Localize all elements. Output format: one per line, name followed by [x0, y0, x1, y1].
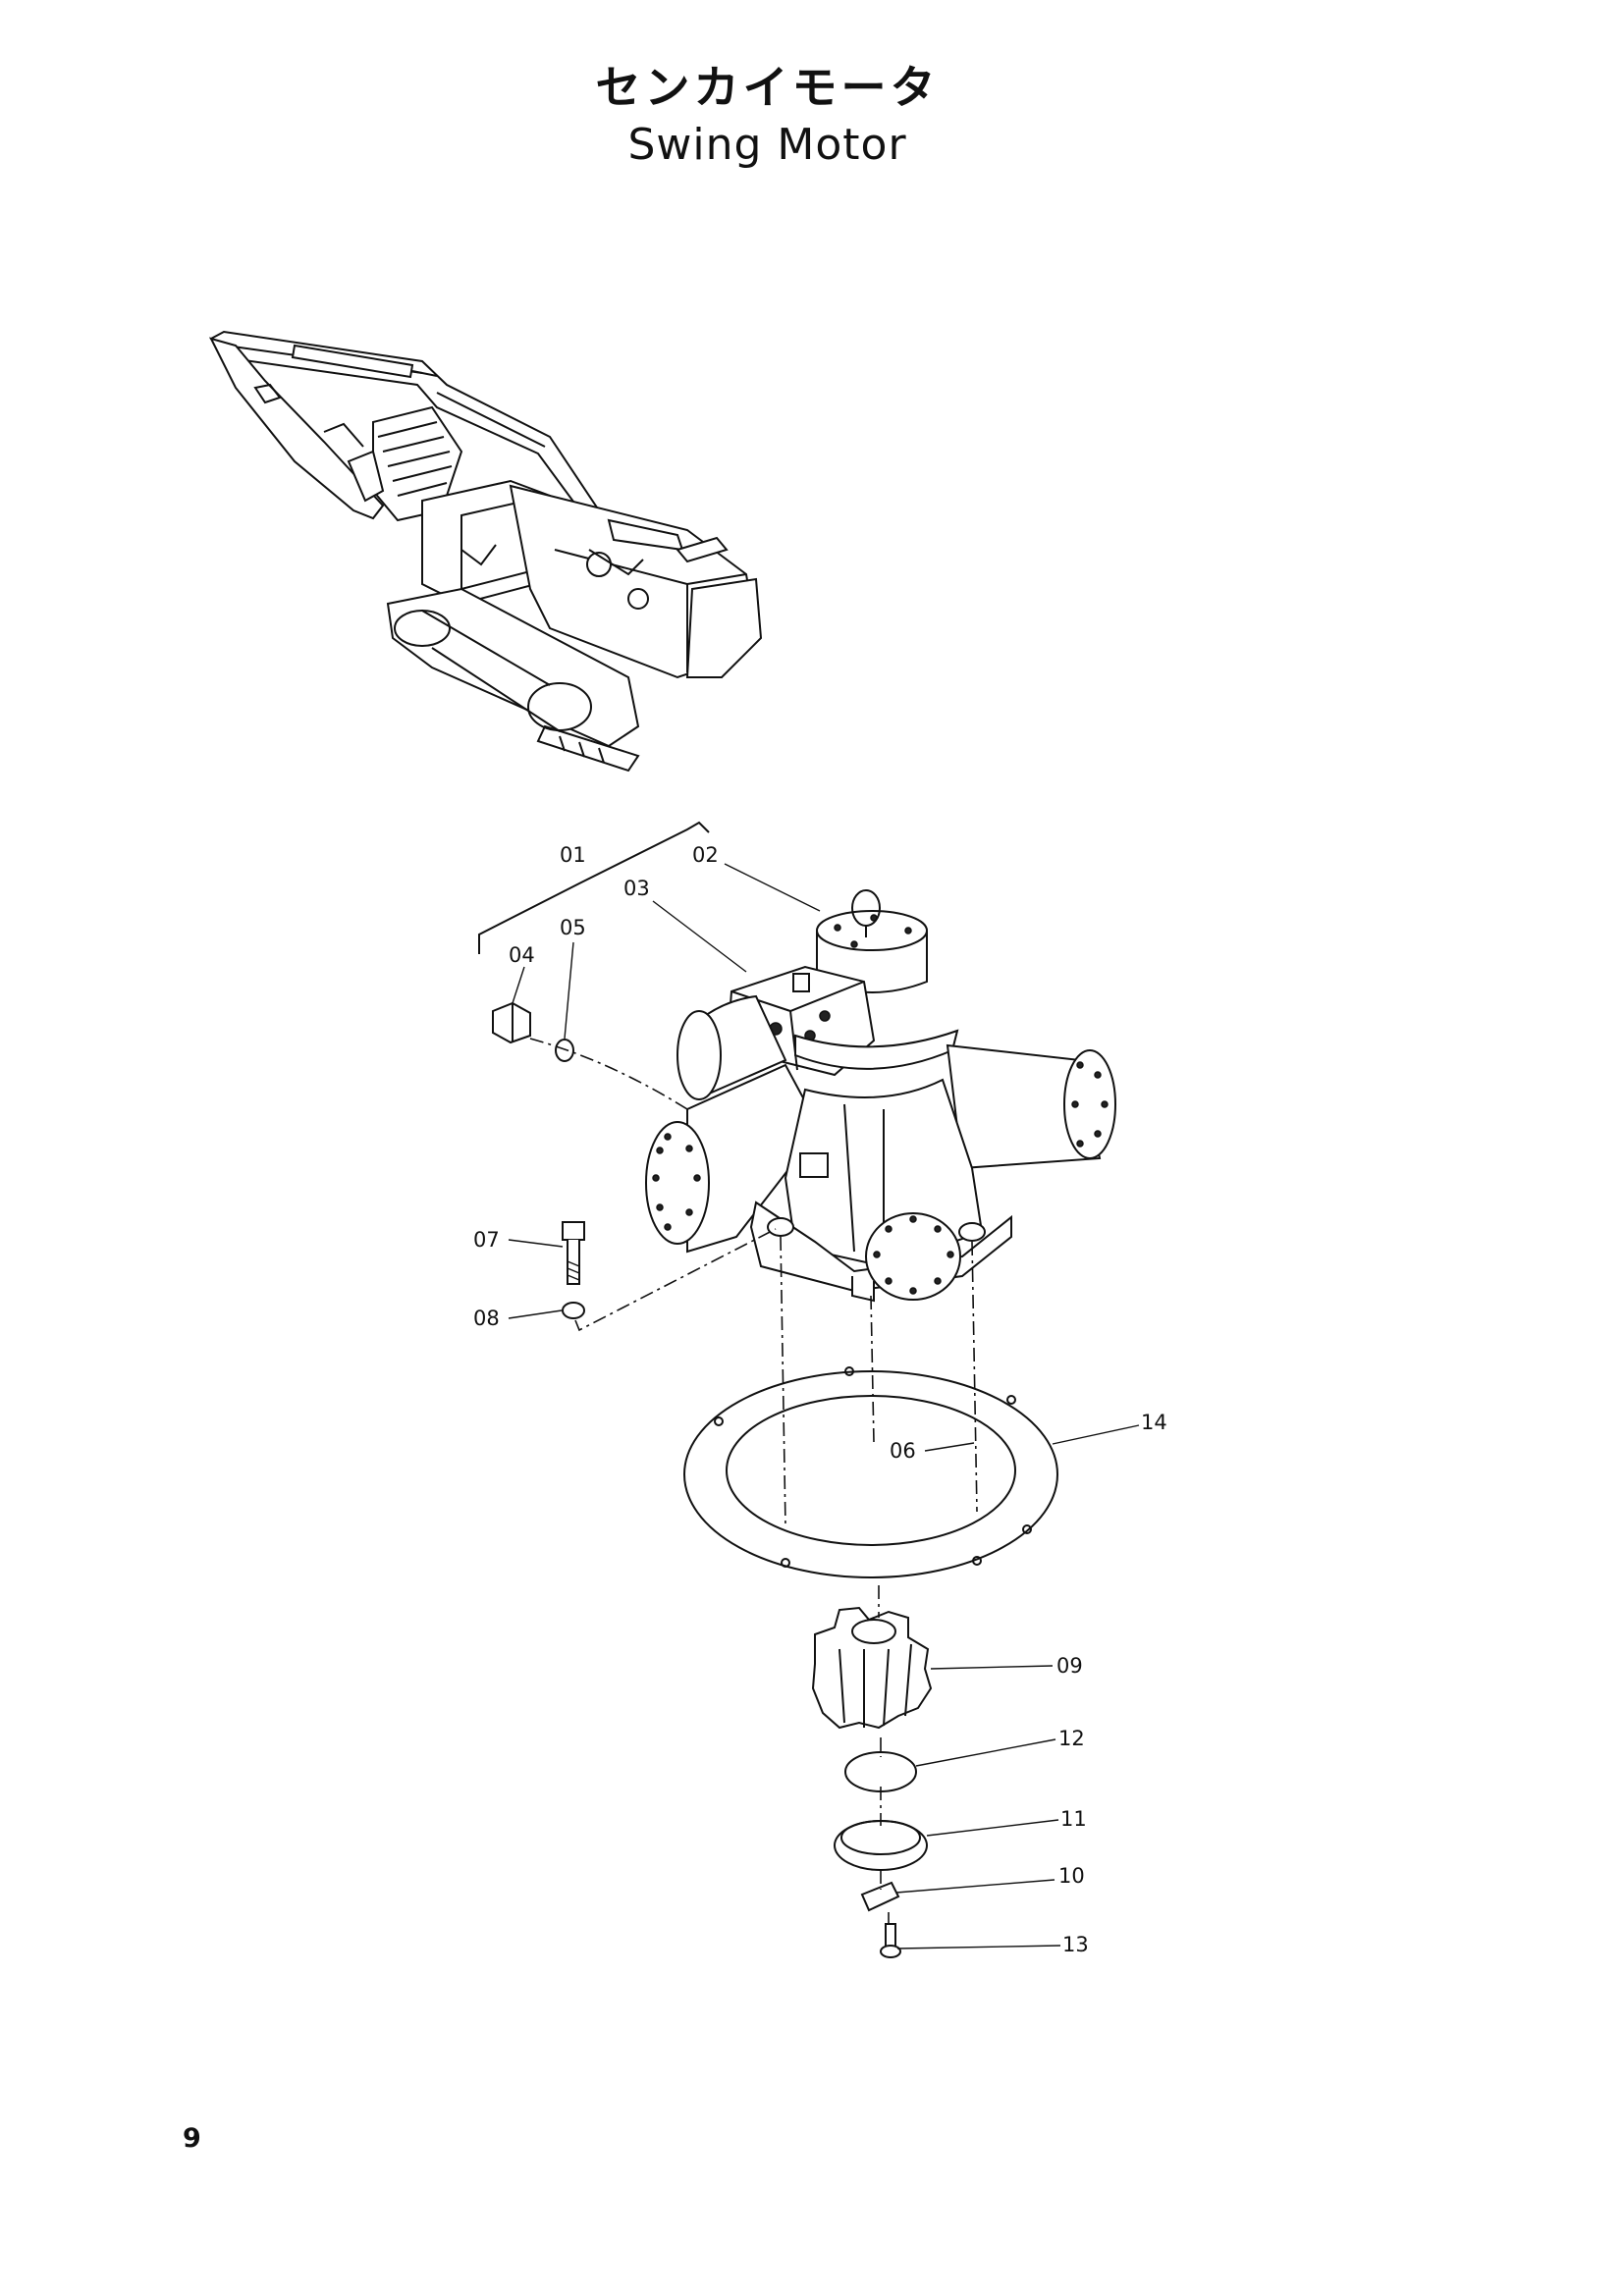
callout-03: 03	[623, 877, 650, 900]
page-title-english: Swing Motor	[627, 120, 907, 170]
part-04-fitting	[492, 1001, 531, 1044]
swing-motor-assembly	[645, 889, 1116, 1303]
callout-labels: 01 02 03 04 05 06 07 08 09 10 11 12 13 1…	[473, 843, 1167, 1956]
part-09-gear	[811, 1606, 933, 1730]
callout-08: 08	[473, 1307, 500, 1330]
part-05-washer	[555, 1039, 574, 1062]
callout-14: 14	[1141, 1411, 1167, 1434]
part-10-plate	[860, 1881, 900, 1912]
callout-07: 07	[473, 1228, 500, 1252]
page-number: 9	[183, 2123, 201, 2154]
callout-02: 02	[692, 843, 719, 867]
part-12-disc	[844, 1751, 917, 1792]
callout-01: 01	[560, 843, 586, 867]
callout-05: 05	[560, 916, 586, 939]
part-14-ring	[683, 1366, 1058, 1578]
part-13-bolt	[880, 1923, 901, 1958]
page-title-japanese: センカイモータ	[595, 61, 940, 114]
title-block: センカイモータ Swing Motor	[0, 57, 1623, 173]
assembly-bracket	[478, 821, 710, 954]
leader-lines	[508, 863, 1140, 1949]
callout-10: 10	[1058, 1864, 1085, 1888]
callout-12: 12	[1058, 1727, 1085, 1750]
part-11-cap	[834, 1820, 928, 1871]
part-07-bolt	[562, 1221, 585, 1285]
callout-09: 09	[1056, 1654, 1083, 1678]
callout-06: 06	[890, 1439, 916, 1463]
callout-13: 13	[1062, 1933, 1089, 1956]
excavator-illustration	[209, 330, 763, 773]
part-08-washer	[562, 1302, 585, 1319]
callout-11: 11	[1060, 1807, 1087, 1831]
alignment-lines	[529, 1038, 978, 1924]
callout-04: 04	[509, 943, 535, 967]
